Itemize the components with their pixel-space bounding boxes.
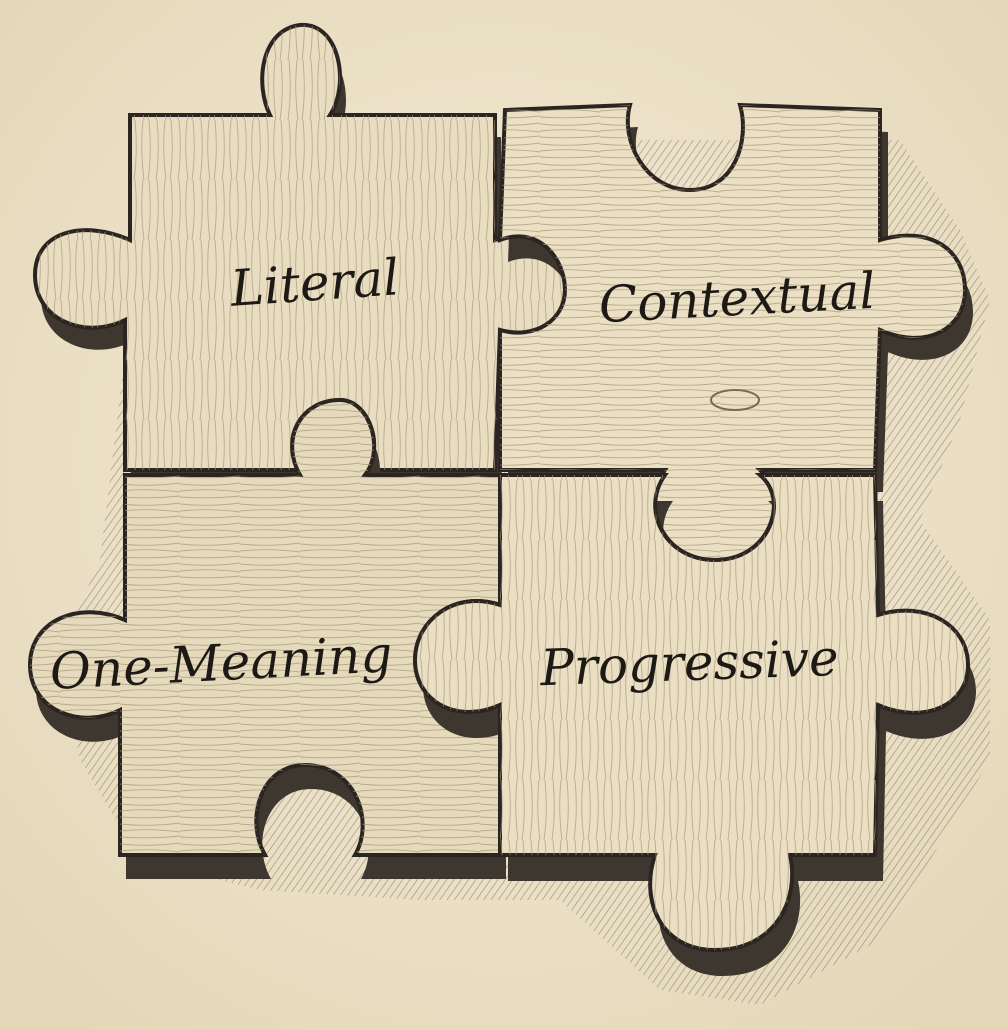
wood-knot [710, 389, 760, 411]
puzzle-piece-top-left: Literal [32, 22, 571, 492]
piece-label-contextual: Contextual [598, 262, 877, 334]
puzzle-piece-bottom-right: Progressive [412, 473, 976, 976]
piece-label-literal: Literal [228, 248, 401, 318]
puzzle-piece-bottom-left: One-Meaning [27, 397, 506, 879]
piece-label-progressive: Progressive [538, 629, 839, 697]
puzzle-piece-top-right: Contextual [497, 102, 973, 582]
